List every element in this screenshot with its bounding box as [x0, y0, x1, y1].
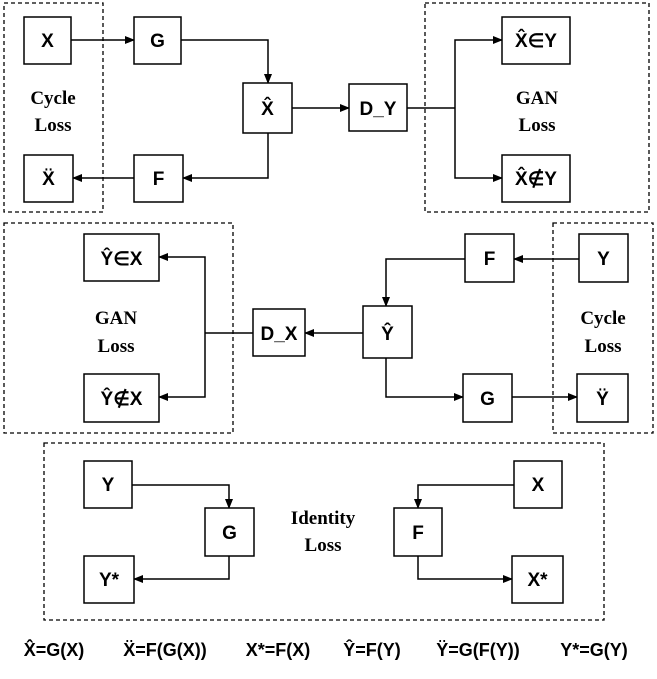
formula-yhat: Ŷ=F(Y) [343, 639, 401, 660]
formula-xddot: Ẍ=F(G(X)) [123, 640, 207, 660]
formula-xhat: X̂=G(X) [24, 639, 85, 660]
node-identity-f: F [393, 507, 443, 557]
node-mid-f-label: F [484, 249, 496, 270]
node-mid-dx: D_X [252, 308, 306, 357]
edge-identity-g-to-ystar [133, 556, 230, 583]
node-mid-yhat-in-x: Ŷ∈X [83, 233, 160, 282]
node-mid-dx-label: D_X [261, 324, 298, 345]
cycle-loss-label-top-line1: Cycle [30, 88, 75, 109]
edge-identity-f-to-xstar [417, 556, 513, 583]
node-top-dy-label: D_Y [360, 99, 397, 120]
node-identity-ystar: Y* [83, 555, 135, 604]
edge-dy-to-xhat-in-y [454, 36, 503, 108]
formula-ystar: Y*=G(Y) [560, 640, 628, 660]
edge-xhat-to-f [182, 133, 269, 182]
edge-identity-x-to-f [414, 484, 514, 509]
formula-xstar: X*=F(X) [246, 640, 311, 660]
edge-f-to-yhat [382, 258, 465, 307]
node-identity-x: X [513, 460, 563, 509]
node-top-xhat-in-y: X̂∈Y [501, 16, 571, 65]
node-top-xddot: Ẍ [23, 154, 74, 203]
edge-dx-to-yhat-notin-x [158, 333, 206, 401]
node-identity-f-label: F [412, 523, 424, 544]
gan-loss-region-middle [3, 222, 234, 434]
edge-yhat-to-g [385, 358, 464, 401]
node-mid-yddot: Ÿ [576, 373, 629, 423]
node-mid-yhat-notin-x: Ŷ∉X [83, 373, 160, 423]
node-top-xhat-notin-y: X̂∉Y [501, 154, 571, 203]
gan-loss-label-middle-line2: Loss [98, 336, 135, 357]
node-top-g-label: G [150, 31, 165, 52]
node-top-xhat-label: X̂ [261, 98, 274, 120]
node-mid-g: G [462, 373, 513, 423]
gan-loss-label-middle-line1: GAN [95, 308, 138, 329]
node-mid-f: F [464, 233, 515, 283]
node-mid-y-label: Y [597, 249, 610, 270]
cycle-loss-label-middle-line2: Loss [585, 336, 622, 357]
node-mid-g-label: G [480, 389, 495, 410]
identity-loss-region [43, 442, 605, 621]
node-top-g: G [133, 16, 182, 65]
cycle-loss-region-top [3, 2, 104, 213]
node-top-xhat: X̂ [242, 82, 293, 134]
edge-g-to-xhat [181, 39, 272, 84]
node-top-xhat-notin-y-label: X̂∉Y [515, 168, 557, 190]
gan-loss-label-top-line1: GAN [516, 88, 559, 109]
node-mid-yhat-in-x-label: Ŷ∈X [101, 248, 143, 270]
node-top-x-label: X [41, 31, 54, 52]
cycle-loss-region-middle [552, 222, 654, 434]
identity-loss-label-line1: Identity [291, 508, 356, 529]
node-identity-xstar: X* [511, 555, 564, 604]
edge-dx-to-yhat-in-x [158, 253, 206, 333]
cycle-loss-label-top-line2: Loss [35, 115, 72, 136]
gan-loss-label-top-line2: Loss [519, 115, 556, 136]
gan-loss-region-top [424, 2, 650, 213]
node-identity-ystar-label: Y* [99, 570, 120, 591]
cycle-loss-label-middle-line1: Cycle [580, 308, 625, 329]
node-mid-yhat-notin-x-label: Ŷ∉X [101, 388, 143, 410]
node-top-f-label: F [153, 169, 165, 190]
identity-loss-label-line2: Loss [305, 535, 342, 556]
node-top-xddot-label: Ẍ [42, 169, 55, 190]
node-mid-yddot-label: Ÿ [596, 389, 609, 410]
node-mid-y: Y [578, 233, 629, 283]
node-mid-yhat-label: Ŷ [381, 323, 394, 345]
node-top-dy: D_Y [348, 83, 408, 132]
node-identity-x-label: X [532, 475, 545, 496]
node-identity-y-label: Y [102, 475, 115, 496]
node-identity-g-label: G [222, 523, 237, 544]
edge-dy-to-xhat-notin-y [454, 108, 503, 182]
edge-identity-y-to-g [132, 484, 233, 509]
node-top-xhat-in-y-label: X̂∈Y [515, 30, 557, 52]
node-identity-g: G [204, 507, 255, 557]
node-identity-y: Y [83, 460, 133, 509]
formula-yddot: Ÿ=G(F(Y)) [436, 640, 520, 660]
node-top-f: F [133, 154, 184, 203]
node-identity-xstar-label: X* [527, 570, 548, 591]
node-top-x: X [23, 16, 72, 65]
node-mid-yhat: Ŷ [362, 305, 413, 359]
